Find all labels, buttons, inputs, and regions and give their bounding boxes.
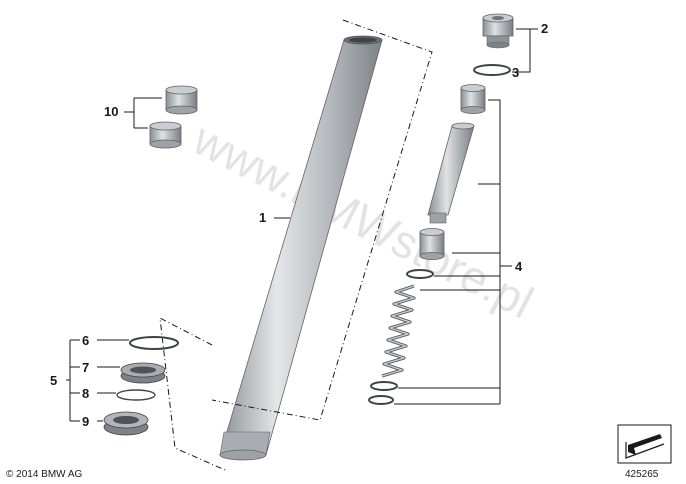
leader-4 [394, 99, 512, 405]
diagram-number: 425265 [625, 469, 659, 480]
washer-middle [370, 381, 398, 391]
spring [381, 284, 416, 378]
bush-upper [165, 85, 198, 115]
o-ring-cap [473, 64, 511, 76]
label-6: 6 [82, 333, 89, 348]
tube-frame-lower [159, 317, 226, 471]
cartridge-bush-bottom [419, 228, 445, 260]
label-3: 3 [512, 65, 519, 80]
label-9: 9 [82, 414, 89, 429]
label-8: 8 [82, 386, 89, 401]
retaining-ring [129, 336, 179, 350]
bush-lower [149, 121, 182, 149]
watermark: www.BMWstore.pl [185, 112, 542, 328]
leader-2 [516, 28, 538, 73]
cartridge-tube [427, 122, 475, 224]
washer-bottom [368, 395, 394, 405]
label-1: 1 [259, 210, 266, 225]
tube-frame [211, 19, 433, 421]
oil-seal [103, 411, 149, 436]
view-direction-icon [617, 424, 672, 464]
label-7: 7 [82, 360, 89, 375]
circlip [116, 389, 156, 401]
copyright-text: © 2014 BMW AG [6, 469, 83, 480]
label-2: 2 [541, 21, 548, 36]
label-5: 5 [50, 373, 57, 388]
dust-seal [120, 362, 166, 384]
label-10: 10 [104, 104, 118, 119]
washer-top [406, 269, 434, 279]
fork-tube [219, 35, 383, 461]
screw-cap [482, 13, 514, 49]
label-4: 4 [515, 259, 523, 274]
leader-5 [66, 339, 129, 422]
leader-10 [124, 97, 162, 129]
cartridge-bush-top [460, 84, 486, 114]
